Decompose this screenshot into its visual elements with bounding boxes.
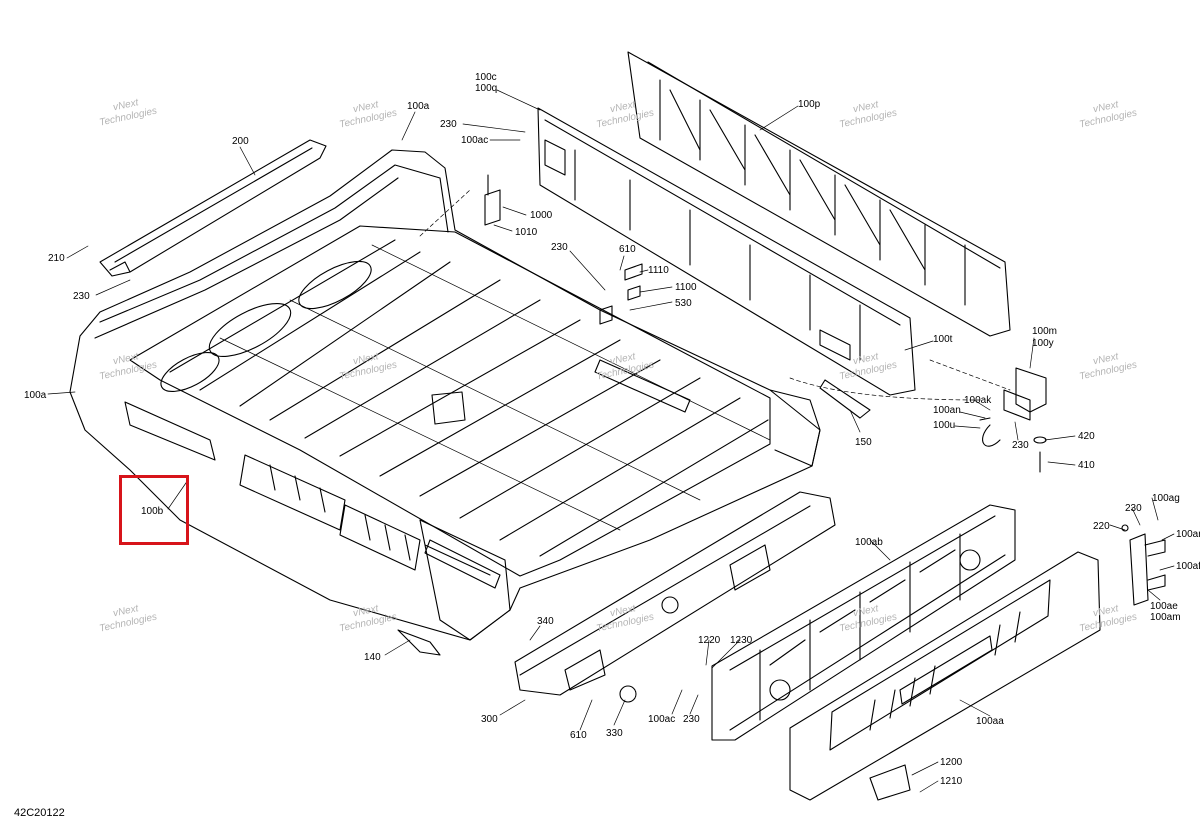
callout-150[interactable]: 150 xyxy=(855,437,872,448)
tailgate-outer-panel xyxy=(789,551,1101,801)
callout-1220[interactable]: 1220 xyxy=(698,635,721,646)
callout-200[interactable]: 200 xyxy=(232,136,249,147)
callout-100aa[interactable]: 100aa xyxy=(976,716,1004,727)
callout-330[interactable]: 330 xyxy=(606,728,623,739)
callout-100an[interactable]: 100an xyxy=(933,405,961,416)
callout-100ae[interactable]: 100ae xyxy=(1150,601,1178,612)
callout-100a[interactable]: 100a xyxy=(407,101,430,112)
callout-610[interactable]: 610 xyxy=(570,730,587,741)
callout-410[interactable]: 410 xyxy=(1078,460,1095,471)
callout-100t[interactable]: 100t xyxy=(933,334,953,345)
callout-1200[interactable]: 1200 xyxy=(940,757,963,768)
callout-220[interactable]: 220 xyxy=(1093,521,1110,532)
callout-420[interactable]: 420 xyxy=(1078,431,1095,442)
callout-100p[interactable]: 100p xyxy=(798,99,821,110)
callout-100ar[interactable]: 100ar xyxy=(1176,529,1200,540)
callout-100a[interactable]: 100a xyxy=(24,390,47,401)
cargo-box-tub xyxy=(69,149,821,641)
callout-100b[interactable]: 100b xyxy=(141,506,164,517)
callout-100af[interactable]: 100af xyxy=(1176,561,1200,572)
callout-100ac[interactable]: 100ac xyxy=(648,714,676,725)
tailgate-hinge xyxy=(1129,533,1166,606)
callout-230[interactable]: 230 xyxy=(440,119,457,130)
side-rail xyxy=(99,139,327,277)
callout-230[interactable]: 230 xyxy=(1125,503,1142,514)
callout-100u[interactable]: 100u xyxy=(933,420,956,431)
callout-100am[interactable]: 100am xyxy=(1150,612,1181,623)
callout-100m[interactable]: 100m xyxy=(1032,326,1058,337)
callout-100ab[interactable]: 100ab xyxy=(855,537,883,548)
latch-bracket xyxy=(982,367,1047,447)
rear-bumper-trim xyxy=(514,491,836,696)
callout-530[interactable]: 530 xyxy=(675,298,692,309)
callout-100c[interactable]: 100c xyxy=(475,72,497,83)
callout-1210[interactable]: 1210 xyxy=(940,776,963,787)
callout-230[interactable]: 230 xyxy=(683,714,700,725)
callout-610[interactable]: 610 xyxy=(619,244,636,255)
callout-340[interactable]: 340 xyxy=(537,616,554,627)
callout-100ag[interactable]: 100ag xyxy=(1152,493,1180,504)
callout-1000[interactable]: 1000 xyxy=(530,210,553,221)
callout-100ac[interactable]: 100ac xyxy=(461,135,489,146)
callout-1100[interactable]: 1100 xyxy=(675,282,697,293)
callout-300[interactable]: 300 xyxy=(481,714,498,725)
callout-1110[interactable]: 1110 xyxy=(648,265,669,276)
callout-100q[interactable]: 100q xyxy=(475,83,498,94)
headboard-panel xyxy=(537,107,916,396)
callout-1230[interactable]: 1230 xyxy=(730,635,753,646)
callout-100y[interactable]: 100y xyxy=(1032,338,1054,349)
drawing-code: 42C20122 xyxy=(14,807,65,819)
headboard-frame xyxy=(627,51,1011,337)
callout-210[interactable]: 210 xyxy=(48,253,65,264)
selected-part-highlight[interactable] xyxy=(119,475,189,545)
callout-230[interactable]: 230 xyxy=(1012,440,1029,451)
callout-1010[interactable]: 1010 xyxy=(515,227,538,238)
tailgate-frame xyxy=(711,504,1016,741)
callout-140[interactable]: 140 xyxy=(364,652,381,663)
small-hardware xyxy=(397,174,1129,801)
callout-100ak[interactable]: 100ak xyxy=(964,395,992,406)
leader-lines xyxy=(47,89,1175,793)
callout-230[interactable]: 230 xyxy=(551,242,568,253)
callout-230[interactable]: 230 xyxy=(73,291,90,302)
